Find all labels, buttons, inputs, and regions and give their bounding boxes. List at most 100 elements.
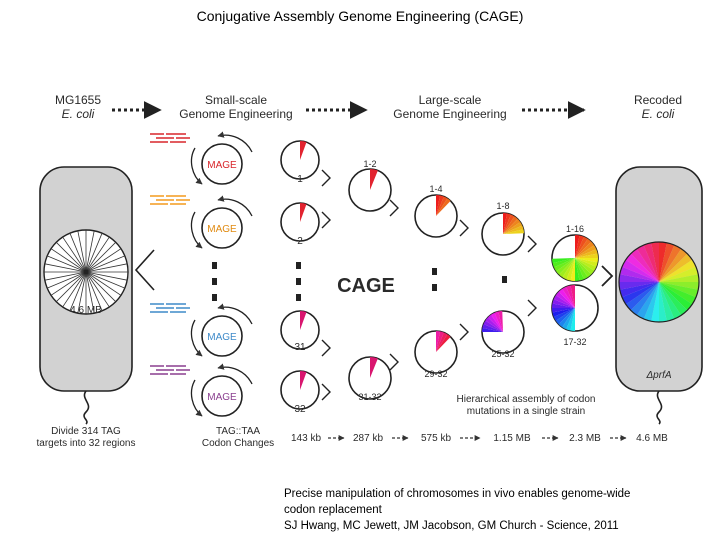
pie-wedge: [485, 317, 503, 332]
pie-wedge: [553, 295, 575, 308]
recoded-wheel-segment: [651, 282, 659, 322]
recoded-wheel-segment: [659, 274, 699, 282]
stage-small-line1: Small-scale: [205, 93, 267, 107]
pie-wedge: [503, 221, 523, 234]
recoded-wheel-segment: [659, 282, 675, 322]
scale-label: 4.6 MB: [636, 433, 668, 444]
recoded-wheel-segment: [659, 259, 696, 282]
mage-cycle: [201, 207, 243, 249]
recoded-cell-tail: [656, 390, 663, 425]
recoded-wheel-segment: [651, 242, 659, 282]
cell-tail: [83, 390, 90, 425]
pie-wedge: [300, 311, 307, 330]
region-number: 32: [294, 404, 306, 415]
pie-wedge: [575, 249, 598, 258]
circular-genome-icon: [43, 229, 129, 315]
pie-wedge: [503, 216, 518, 234]
mage-label: MAGE: [207, 392, 237, 403]
region-number: 2: [297, 236, 303, 247]
pie-wedge: [562, 286, 575, 308]
recoded-wheel-segment: [619, 282, 659, 290]
region-pie: [481, 310, 525, 354]
pie-wedge: [300, 370, 307, 390]
pie-wedge: [570, 285, 575, 308]
merge-chevrons: [321, 169, 614, 401]
pie-wedge: [494, 311, 503, 332]
pie-wedge: [487, 314, 503, 332]
pie-wedge: [559, 258, 575, 278]
mage-cycle: [201, 143, 243, 185]
recoded-wheel-segment: [659, 282, 699, 298]
pie-wedge: [370, 357, 378, 378]
region-pie: [280, 202, 320, 242]
pie-wedge: [498, 311, 503, 332]
stage-large-line1: Large-scale: [419, 93, 482, 107]
pie-wedge: [482, 327, 503, 332]
recoded-wheel-segment: [659, 282, 693, 311]
region-pie: [481, 212, 525, 256]
pie-wedge: [575, 258, 580, 281]
stage-end-line1: Recoded: [634, 93, 682, 107]
pie-wedge: [558, 288, 575, 308]
assembly-label: 17-32: [563, 337, 586, 347]
recoded-wheel-segment: [643, 242, 659, 282]
recoded-wheel-segment: [619, 274, 659, 282]
mage-row-1: MAGE: [150, 131, 253, 185]
assembly-label: 25-32: [491, 349, 514, 359]
pie-wedge: [436, 196, 448, 216]
pie-wedge: [436, 195, 444, 216]
pie-wedge: [503, 214, 515, 234]
recoded-wheel-segment: [622, 282, 659, 305]
pie-wedge: [552, 308, 575, 317]
recoded-wheel-segment: [659, 266, 699, 282]
pie-wedge: [300, 141, 307, 160]
recoded-wheel-segment: [659, 282, 667, 322]
region-pie: [280, 310, 320, 350]
bottom-left-line1: Divide 314 TAG: [51, 426, 121, 437]
mage-label: MAGE: [207, 160, 237, 171]
pie-wedge: [575, 235, 580, 258]
hierarchical-line1: Hierarchical assembly of codon: [457, 394, 596, 405]
pie-wedge: [570, 308, 575, 331]
pie-wedge: [575, 258, 598, 267]
region-number: 31: [294, 342, 306, 353]
recoded-wheel-segment: [659, 253, 693, 282]
pie-wedge: [436, 198, 451, 216]
pie-wedge: [575, 258, 595, 275]
assembly-label: 31-32: [358, 392, 381, 402]
stage-start-line1: MG1655: [55, 93, 101, 107]
recoded-wheel-segment: [625, 282, 659, 311]
pie-wedge: [558, 308, 575, 328]
pie-wedge: [436, 331, 441, 352]
recoded-wheel-segment: [659, 245, 682, 282]
pie-wedge: [575, 245, 597, 258]
caption-line2: codon replacement: [284, 504, 382, 516]
continuation-dots: [212, 262, 507, 301]
pie-wedge: [575, 236, 588, 258]
assembly-label: 1-16: [566, 224, 584, 234]
assembly-pies: [280, 140, 599, 410]
pie-wedge: [556, 258, 575, 275]
pie-wedge: [503, 213, 508, 234]
mage-label: MAGE: [207, 224, 237, 235]
scale-label: 143 kb: [291, 433, 321, 444]
scale-label: 1.15 MB: [493, 433, 531, 444]
hierarchical-line2: mutations in a single strain: [467, 406, 585, 417]
recoded-wheel-segment: [625, 253, 659, 282]
recoded-wheel-segment: [630, 282, 659, 316]
pie-wedge: [482, 324, 503, 332]
page-title: Conjugative Assembly Genome Engineering …: [196, 8, 524, 24]
recoded-wheel-segment: [619, 266, 659, 282]
assembly-label: 1-2: [363, 159, 376, 169]
region-pie: [280, 370, 320, 410]
pie-wedge: [562, 258, 575, 280]
pie-wedge: [575, 258, 597, 271]
citation-caption: Precise manipulation of chromosomes in v…: [284, 486, 714, 534]
stage-large-line2: Genome Engineering: [393, 107, 506, 121]
stage-small-line2: Genome Engineering: [179, 107, 292, 121]
pie-wedge: [436, 331, 444, 352]
pie-wedge: [552, 258, 575, 264]
region-pie: [348, 356, 392, 400]
region-pie: [280, 140, 320, 180]
pie-wedge: [575, 238, 592, 258]
